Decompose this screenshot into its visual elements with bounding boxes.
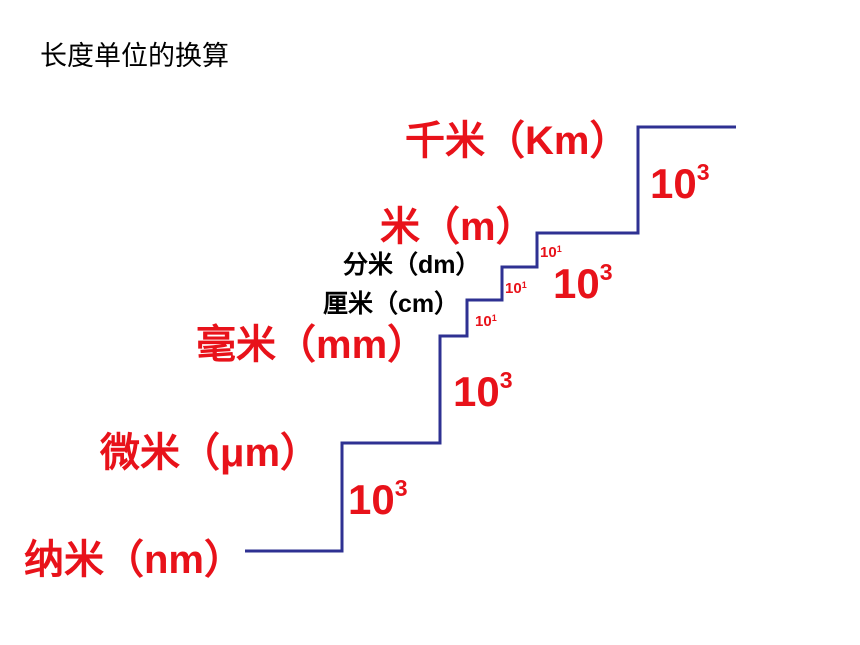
- unit-label-mm: 毫米（mm）: [196, 323, 428, 367]
- unit-label-um: 微米（μm）: [100, 431, 321, 475]
- stair-line: [245, 125, 736, 553]
- factor-mm-m: 103: [553, 258, 613, 307]
- unit-label-nm: 纳米（nm）: [24, 538, 244, 582]
- unit-label-cm: 厘米（cm）: [323, 290, 460, 318]
- unit-label-dm: 分米（dm）: [343, 251, 481, 279]
- unit-label-km: 千米（Km）: [405, 119, 630, 163]
- factor-cm-dm: 101: [505, 280, 527, 297]
- unit-label-m: 米（m）: [380, 205, 536, 249]
- page-title: 长度单位的换算: [40, 41, 229, 71]
- factor-um-mm: 103: [453, 366, 513, 415]
- factor-dm-m: 101: [540, 244, 562, 261]
- factor-nm-um: 103: [348, 474, 408, 523]
- factor-m-km: 103: [650, 158, 710, 207]
- factor-mm-cm: 101: [475, 313, 497, 330]
